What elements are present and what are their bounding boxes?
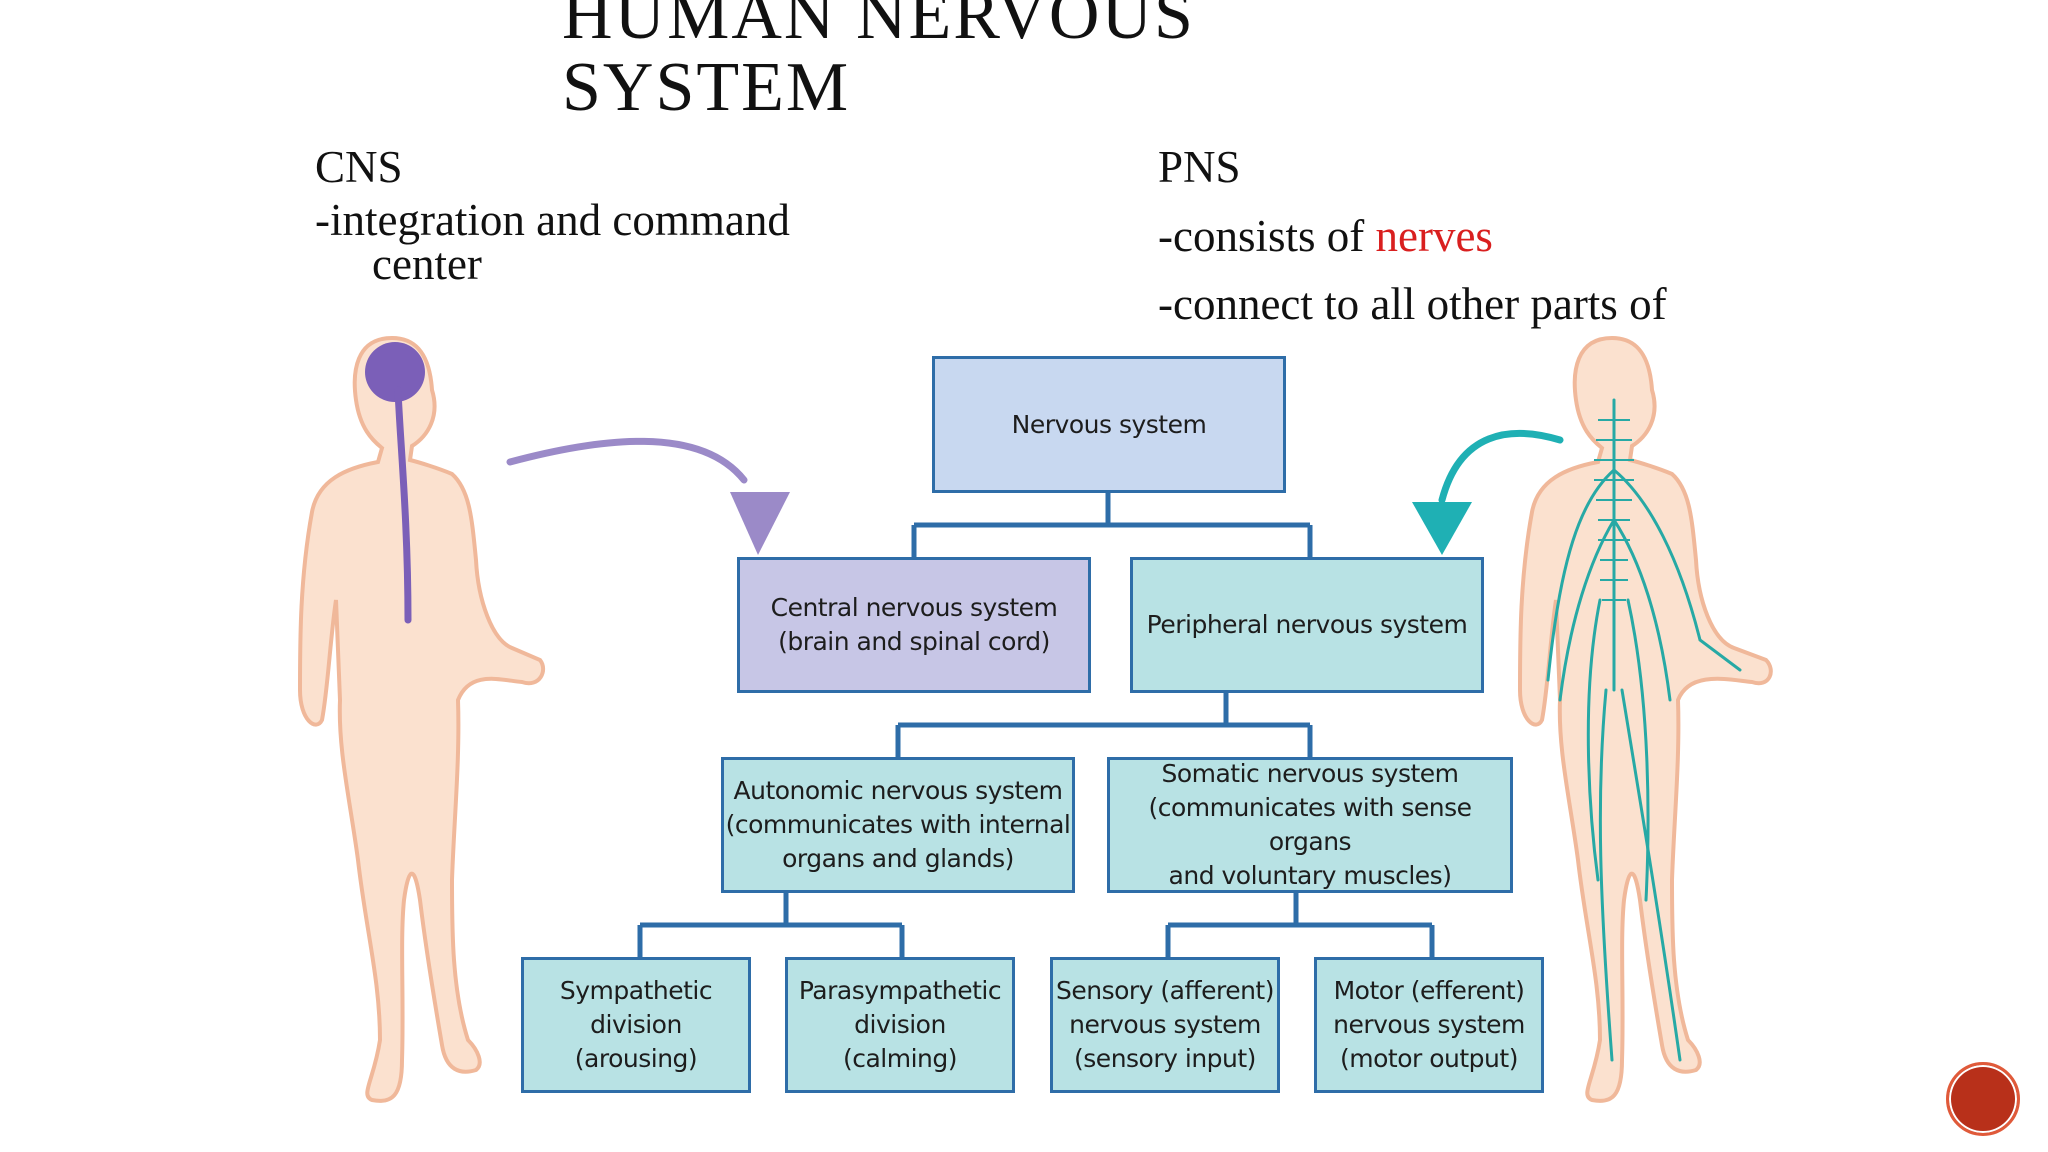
box-central-nervous-system: Central nervous system (brain and spinal… (737, 557, 1091, 693)
title-line-1: Human Nervous (562, 0, 1195, 54)
box-parasympathetic-division: Parasympathetic division (calming) (785, 957, 1015, 1093)
slide-nav-button-icon[interactable] (1946, 1062, 2020, 1136)
pns-arrow-icon (1438, 429, 1564, 504)
pns-bullet-1-highlight: nerves (1375, 211, 1493, 261)
page-title: Human Nervous System (562, 0, 1195, 124)
cns-bullet-line-1: -integration and command (315, 195, 790, 245)
box-nervous-system: Nervous system (932, 356, 1286, 493)
box-sensory-nervous-system: Sensory (afferent) nervous system (senso… (1050, 957, 1280, 1093)
cns-arrow-icon (506, 437, 748, 484)
cns-heading: CNS (315, 142, 403, 192)
tree-connectors (637, 493, 1435, 960)
pns-heading: PNS (1158, 142, 1241, 192)
box-sympathetic-division: Sympathetic division (arousing) (521, 957, 751, 1093)
box-motor-nervous-system: Motor (efferent) nervous system (motor o… (1314, 957, 1544, 1093)
box-autonomic-nervous-system: Autonomic nervous system (communicates w… (721, 757, 1075, 893)
cns-body-icon (297, 335, 546, 1103)
pns-body-icon (1517, 335, 1773, 1103)
cns-bullet-line-2: center (372, 239, 482, 289)
box-somatic-nervous-system: Somatic nervous system (communicates wit… (1107, 757, 1513, 893)
pns-bullet-1-prefix: -consists of (1158, 211, 1376, 261)
pns-arrowhead-icon (1412, 502, 1472, 555)
cns-arrowhead-icon (730, 492, 790, 555)
box-peripheral-nervous-system: Peripheral nervous system (1130, 557, 1484, 693)
title-line-2: System (562, 49, 851, 126)
pns-bullet-2: -connect to all other parts of (1158, 279, 1667, 329)
pns-bullet-1: -consists of nerves (1158, 211, 1493, 261)
cns-bullet: -integration and command center (315, 195, 790, 289)
